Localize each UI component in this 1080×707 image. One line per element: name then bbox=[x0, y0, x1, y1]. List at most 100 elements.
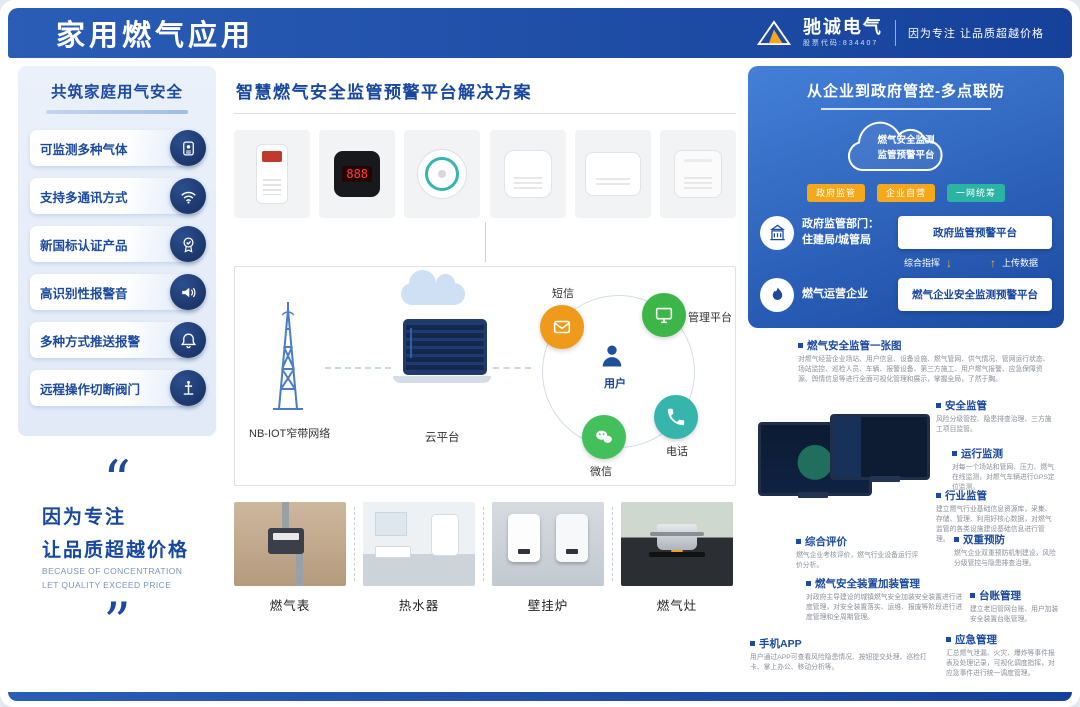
feature-operation-monitoring: 运行监测 对每一个场站和管网、压力、燃气在线监测，对燃气车辆进行GPS定位监测。 bbox=[952, 446, 1056, 494]
feature-safety-supervision: 安全监管 风险分级管控、隐患排查治理、三方施工项目监管。 bbox=[936, 398, 1054, 435]
sidebar-item-push-alert: 多种方式推送报警 bbox=[30, 322, 206, 358]
command-label: 综合指挥 bbox=[903, 258, 940, 268]
sidebar-item-alarm-sound: 高识别性报警音 bbox=[30, 274, 206, 310]
tag-enterprise-self: 企业自营 bbox=[876, 183, 935, 202]
feature-comprehensive-evaluation: 综合评价 燃气企业考核评价，燃气行业设备运行评价分析。 bbox=[796, 534, 924, 571]
app-label: 燃气灶 bbox=[656, 599, 698, 613]
product-image-detector-2: 888 bbox=[319, 130, 396, 218]
tag-gov-regulation: 政府监管 bbox=[806, 183, 865, 202]
brand-name: 驰诚电气 bbox=[802, 17, 883, 38]
up-arrow-icon: ↑ bbox=[989, 255, 996, 270]
sidebar-item-remote-valve: 远程操作切断阀门 bbox=[30, 370, 206, 406]
gov-dept-line-1: 政府监管部门： bbox=[802, 218, 879, 231]
platform-cloud: 燃气安全监测 监管预警平台 bbox=[826, 118, 986, 180]
product-image-detector-4 bbox=[489, 130, 566, 218]
platform-tags: 政府监管 企业自营 一网统筹 bbox=[760, 183, 1052, 202]
heater-graphic bbox=[431, 514, 459, 556]
open-quote-mark: “ bbox=[103, 449, 131, 512]
gas-enterprise-icon bbox=[760, 277, 794, 312]
monitor-screen bbox=[830, 413, 930, 480]
data-flow-row: 综合指挥 ↓ ↑ 上传数据 bbox=[760, 256, 1038, 270]
app-label: 壁挂炉 bbox=[527, 599, 569, 613]
brand-quote: “ 因为专注 让品质超越价格 BECAUSE OF CONCENTRATION … bbox=[18, 436, 216, 654]
dashed-separator bbox=[612, 507, 613, 581]
feature-title: 安全监管 bbox=[936, 398, 1054, 413]
phone-node-icon bbox=[654, 395, 698, 439]
close-quote-mark: ” bbox=[103, 591, 131, 654]
link-cloud-users bbox=[493, 367, 531, 369]
meter-graphic bbox=[268, 528, 304, 554]
grate-graphic bbox=[649, 552, 705, 557]
rect-detector bbox=[584, 152, 641, 196]
product-image-detector-1 bbox=[234, 130, 310, 218]
feature-area: 燃气安全监管一张图 对燃气经营企业场站、用户信息、设备设施、燃气管网、供气情况、… bbox=[748, 336, 1064, 688]
cloud-platform-name: 燃气安全监测 监管预警平台 bbox=[826, 118, 986, 180]
dashed-separator bbox=[354, 507, 355, 581]
feature-desc: 汇总燃气泄漏、火灾、爆炸等事件报表及处理记录，可视化调度指挥，对应急事件进行统一… bbox=[946, 649, 1055, 677]
platform-label: 管理平台 bbox=[688, 312, 732, 324]
black-display-detector: 888 bbox=[334, 151, 381, 197]
gov-control-panel: 从企业到政府管控-多点联防 燃气安全监测 监管预警平台 政府监管 企业自营 一网… bbox=[748, 66, 1064, 328]
laptop-screen bbox=[403, 319, 487, 375]
laptop-base bbox=[393, 376, 491, 383]
feature-ledger-management: 台账管理 建立老旧管网台账、用户加装安全装置台账管理。 bbox=[970, 588, 1062, 625]
feature-desc: 对政府主导建设的城镇燃气安全加装安全装置进行进度管理，对安全装置落实、运维、报废… bbox=[806, 593, 963, 621]
main-column: 智慧燃气安全监管预警平台解决方案 888 NB-IOT窄带网络 bbox=[234, 78, 736, 614]
product-image-detector-3 bbox=[404, 130, 481, 218]
enterprise-platform-box: 燃气企业安全监测预警平台 bbox=[898, 278, 1052, 311]
quote-en-line-1: BECAUSE OF CONCENTRATION bbox=[42, 566, 183, 576]
feature-mobile-app: 手机APP 用户通过APP可查看风险隐患情况、按钮提交处理、巡检打卡、掌上办公、… bbox=[750, 636, 932, 673]
platform-node-icon bbox=[642, 293, 686, 337]
upload-label: 上传数据 bbox=[1001, 258, 1038, 268]
feature-desc: 建立燃气行业基础信息资源库，采集、存储、管理、利用好核心数据，对燃气监管的各类设… bbox=[936, 505, 1052, 544]
user-person-icon bbox=[602, 345, 622, 367]
gov-row: 政府监管部门： 住建局/城管局 政府监管预警平台 bbox=[760, 215, 1052, 250]
architecture-diagram: NB-IOT窄带网络 云平台 短信 管理平台 用户 bbox=[234, 266, 736, 486]
feature-desc: 燃气企业考核评价，燃气行业设备运行评价分析。 bbox=[796, 551, 919, 569]
user-label: 用户 bbox=[604, 378, 626, 390]
feature-desc: 风险分级管控、隐患排查治理、三方施工项目监管。 bbox=[936, 415, 1052, 433]
feature-one-map: 燃气安全监管一张图 对燃气经营企业场站、用户信息、设备设施、燃气管网、供气情况、… bbox=[798, 338, 1056, 386]
feature-title: 双重预防 bbox=[954, 532, 1056, 547]
pot-graphic bbox=[650, 524, 704, 550]
sidebar-title-underline bbox=[46, 110, 188, 114]
sidebar-item-label: 远程操作切断阀门 bbox=[40, 382, 141, 397]
product-image-detector-6 bbox=[659, 130, 736, 218]
sidebar-item-label: 可监测多种气体 bbox=[40, 142, 128, 157]
water-heater-photo bbox=[363, 502, 475, 586]
product-row: 888 bbox=[234, 130, 736, 218]
right-panel-title: 从企业到政府管控-多点联防 bbox=[807, 83, 1005, 100]
valve-shutoff-icon bbox=[170, 370, 206, 406]
sink-graphic bbox=[375, 546, 411, 558]
square-detector bbox=[503, 150, 552, 198]
right-column: 从企业到政府管控-多点联防 燃气安全监测 监管预警平台 政府监管 企业自营 一网… bbox=[748, 66, 1064, 688]
gov-dept-line-2: 住建局/城管局 bbox=[802, 233, 872, 246]
sidebar-item-comm-modes: 支持多通讯方式 bbox=[30, 178, 206, 214]
speaker-sound-icon bbox=[170, 274, 206, 310]
sidebar-item-gas-types: 可监测多种气体 bbox=[30, 130, 206, 166]
sms-label: 短信 bbox=[552, 288, 574, 300]
alert-bell-icon bbox=[170, 322, 206, 358]
wall-boiler-photo bbox=[492, 502, 604, 586]
feature-title: 手机APP bbox=[750, 636, 932, 651]
wechat-label: 微信 bbox=[590, 466, 612, 478]
monitoring-screens-image bbox=[758, 413, 930, 522]
nbiot-label: NB-IOT窄带网络 bbox=[249, 428, 331, 440]
wifi-signal-icon bbox=[170, 178, 206, 214]
feature-title: 综合评价 bbox=[796, 534, 924, 549]
feature-title: 应急管理 bbox=[946, 632, 1058, 647]
enterprise-row: 燃气运营企业 燃气企业安全监测预警平台 bbox=[760, 277, 1052, 312]
sms-node-icon bbox=[540, 305, 584, 349]
gas-stove-photo bbox=[621, 502, 733, 586]
quote-line-1: 因为专注 bbox=[42, 507, 127, 528]
dashed-separator bbox=[483, 507, 484, 581]
square-detector-2 bbox=[673, 150, 722, 198]
monitor-stand bbox=[798, 491, 828, 498]
nbiot-tower-icon bbox=[273, 302, 303, 410]
feature-title: 燃气安全监管一张图 bbox=[798, 338, 1056, 353]
header-brand-area: 驰诚电气 股票代码:834407 因为专注 让品质超越价格 bbox=[756, 17, 1072, 47]
feature-desc: 燃气企业双重预防机制建设，风险分级管控与隐患排查治理。 bbox=[954, 549, 1056, 567]
app-gas-meter: 燃气表 bbox=[234, 502, 346, 614]
feature-emergency-management: 应急管理 汇总燃气泄漏、火灾、爆炸等事件报表及处理记录，可视化调度指挥，对应急事… bbox=[946, 632, 1058, 680]
feature-double-prevention: 双重预防 燃气企业双重预防机制建设，风险分级管控与隐患排查治理。 bbox=[954, 532, 1056, 569]
